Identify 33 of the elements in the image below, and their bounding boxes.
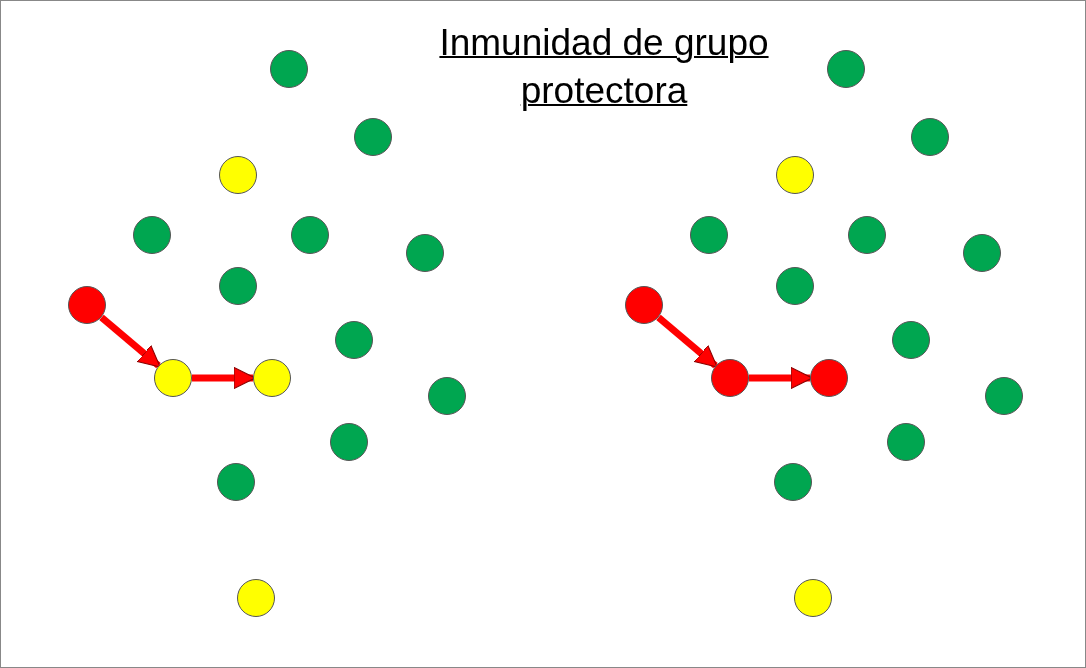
person-circle [428, 377, 466, 415]
person-circle [68, 286, 106, 324]
person-circle [887, 423, 925, 461]
person-circle [911, 118, 949, 156]
person-circle [237, 579, 275, 617]
title: Inmunidad de grupo protectora [438, 21, 770, 113]
person-circle [330, 423, 368, 461]
person-circle [219, 267, 257, 305]
person-circle [892, 321, 930, 359]
arrow [656, 314, 718, 369]
person-circle [774, 463, 812, 501]
person-circle [217, 463, 255, 501]
person-circle [335, 321, 373, 359]
person-circle [291, 216, 329, 254]
arrow [99, 314, 161, 369]
person-circle [690, 216, 728, 254]
person-circle [794, 579, 832, 617]
person-circle [711, 359, 749, 397]
person-circle [154, 359, 192, 397]
person-circle [219, 156, 257, 194]
person-circle [963, 234, 1001, 272]
person-circle [406, 234, 444, 272]
person-circle [270, 50, 308, 88]
person-circle [625, 286, 663, 324]
person-circle [776, 156, 814, 194]
person-circle [776, 267, 814, 305]
person-circle [253, 359, 291, 397]
person-circle [133, 216, 171, 254]
person-circle [827, 50, 865, 88]
person-circle [810, 359, 848, 397]
person-circle [354, 118, 392, 156]
person-circle [848, 216, 886, 254]
person-circle [985, 377, 1023, 415]
